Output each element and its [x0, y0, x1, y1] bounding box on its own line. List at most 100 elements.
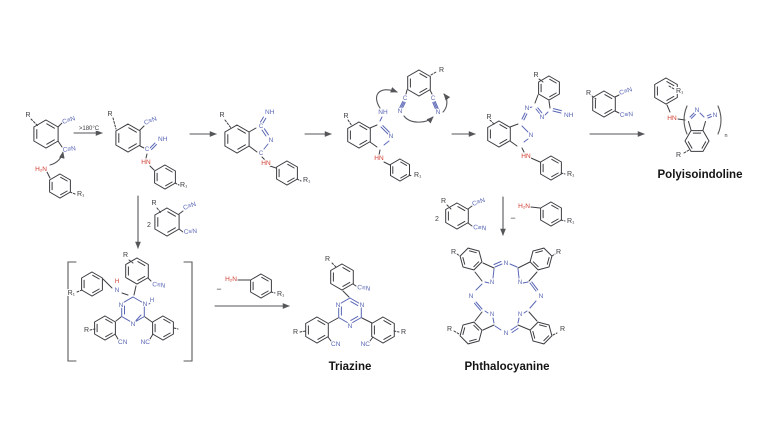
bond — [145, 153, 148, 159]
substituent-label: R₁ — [567, 218, 575, 225]
aromatic-inner-bond — [261, 290, 269, 296]
bond — [530, 206, 541, 209]
bracket — [183, 261, 193, 362]
bond — [114, 333, 119, 340]
bond-layer-dashed — [30, 71, 690, 336]
ring — [347, 121, 371, 149]
aromatic-inner-bond — [551, 172, 559, 178]
aromatic-inner-bond — [46, 139, 55, 145]
atom-label: N — [131, 321, 136, 328]
atom-label: C — [403, 96, 408, 102]
substituent-label: R — [219, 112, 224, 119]
bond — [248, 145, 258, 153]
bond — [521, 147, 525, 153]
variable-position-bond — [683, 149, 690, 154]
substituent-label: R — [84, 327, 89, 334]
aromatic-inner-bond — [342, 281, 351, 287]
substituent-label: R — [151, 200, 156, 207]
nitrile-label: C≡N — [182, 201, 197, 212]
bond — [517, 324, 531, 331]
variable-position-bond — [552, 332, 558, 336]
variable-position-bond — [224, 119, 232, 129]
substituent-label: R₁ — [676, 88, 684, 95]
ring — [538, 75, 560, 101]
bond — [528, 271, 538, 282]
aromatic-inner-bond — [128, 127, 137, 133]
atom-label: NH — [265, 109, 275, 116]
atom-label: C — [259, 124, 264, 130]
bond — [57, 122, 63, 128]
variable-position-bond — [173, 327, 179, 330]
variable-position-bond — [489, 119, 496, 126]
atom-label: N — [119, 302, 124, 309]
aromatic-inner-bond — [473, 261, 480, 268]
bond — [528, 311, 538, 322]
aromatic-inner-bond — [687, 141, 693, 149]
atom-label: N — [490, 280, 494, 286]
variable-position-bond — [174, 182, 180, 186]
bond — [361, 317, 373, 324]
nitrogen-bond — [523, 113, 528, 121]
nitrile-label: C≡N — [357, 284, 371, 293]
nitrogen-bond — [531, 281, 539, 291]
nitrogen-bond — [434, 101, 439, 109]
aromatic-inner-bond — [462, 257, 466, 265]
aromatic-inner-bond — [46, 123, 55, 129]
variable-position-bond — [112, 117, 117, 130]
aromatic-inner-bond — [469, 250, 477, 254]
aromatic-inner-bond — [549, 92, 557, 98]
variable-position-bond — [551, 253, 556, 257]
substituent-label: R — [556, 249, 561, 256]
nitrogen-bond — [475, 283, 483, 291]
atom-label: N — [143, 301, 148, 308]
bond — [688, 121, 692, 131]
atom-label: N — [539, 293, 544, 300]
bond — [328, 317, 339, 324]
nitrile-label: C≡N — [473, 224, 487, 232]
product-label-triazine: Triazine — [329, 361, 372, 373]
nitrile-label: C≡N — [62, 145, 76, 154]
bond — [139, 125, 145, 131]
nitrogen-bond — [707, 116, 712, 119]
aromatic-inner-bond — [137, 261, 146, 267]
bracket-paren-layer — [67, 105, 722, 362]
product-label-phthalocyanine: Phthalocyanine — [465, 361, 550, 373]
nitrogen-bond — [521, 112, 526, 120]
aromatic-inner-bond — [543, 335, 550, 342]
ring — [305, 316, 329, 344]
atom-label: H — [150, 298, 154, 304]
ring — [154, 164, 176, 190]
aromatic-inner-bond — [469, 338, 477, 342]
ring — [224, 124, 250, 154]
aromatic-inner-bond — [604, 108, 613, 114]
amine-label: HN — [261, 160, 271, 167]
variable-position-bond — [538, 78, 544, 83]
minus-sign: − — [510, 213, 515, 223]
atom-label: N — [695, 107, 700, 114]
aromatic-inner-bond — [105, 318, 113, 324]
aromatic-inner-bond — [167, 211, 176, 217]
nitrogen-bond — [494, 263, 503, 268]
bond-layer-nitrogen — [124, 101, 712, 333]
substituent-label: R — [439, 67, 444, 74]
substituent-label: R — [123, 252, 128, 259]
aromatic-inner-bond — [551, 218, 559, 224]
nitrile-label: C≡N — [143, 115, 158, 127]
aromatic-inner-bond — [499, 124, 508, 130]
ring — [125, 257, 149, 285]
atom-label: N — [490, 312, 494, 318]
aromatic-inner-bond — [287, 163, 295, 169]
nitrogen-bond — [260, 116, 264, 123]
aromatic-inner-bond — [342, 267, 351, 273]
substituent-label: R — [441, 198, 446, 205]
aromatic-inner-bond — [549, 78, 557, 84]
bond — [548, 100, 551, 109]
nitrogen-bond — [544, 111, 549, 116]
variable-position-bond — [128, 259, 134, 264]
minus-sign: − — [216, 284, 221, 294]
bond — [178, 210, 184, 215]
nitrogen-bond — [523, 138, 529, 143]
nitrogen-bond — [383, 140, 390, 146]
substituent-label: R — [107, 111, 112, 118]
nitrogen-bond — [379, 116, 383, 122]
